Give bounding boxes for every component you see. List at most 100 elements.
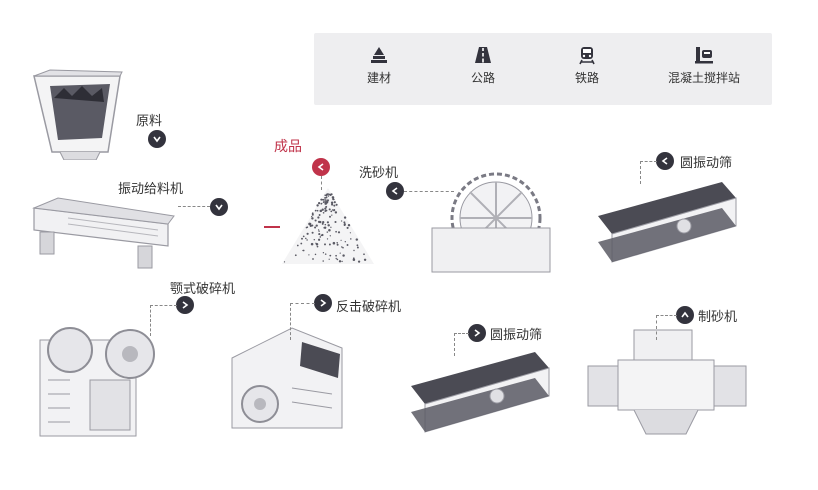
sand-grain — [294, 254, 297, 257]
accent-dash — [264, 226, 280, 228]
impact-crusher-illustration — [231, 327, 343, 429]
sand-grain — [324, 194, 327, 197]
sand-grain — [343, 224, 346, 226]
sand-grain — [324, 226, 327, 229]
chevron-left-icon — [391, 187, 398, 195]
leader-line — [178, 206, 210, 207]
sand-grain — [325, 199, 327, 201]
chevron-down-icon — [215, 204, 223, 211]
chevron-right-icon — [320, 299, 327, 307]
chevron-down-icon — [153, 136, 161, 143]
sand-grain — [313, 238, 316, 241]
sand-grain — [328, 193, 330, 195]
sand-grain — [335, 257, 337, 260]
sand-grain — [341, 260, 343, 263]
sand-grain — [317, 229, 320, 231]
sand-grain — [320, 234, 322, 237]
leader-line — [321, 176, 322, 190]
sand-grain — [316, 209, 319, 212]
sand-grain — [324, 210, 327, 212]
badge-jaw-crusher — [176, 296, 194, 314]
sand-grain — [343, 221, 346, 224]
sand-grain — [336, 258, 339, 261]
legend-item-highway: 公路 — [428, 45, 538, 86]
sand-grain — [343, 216, 347, 219]
sand-grain — [338, 260, 342, 263]
leader-line — [290, 303, 315, 340]
sand-grain — [329, 254, 332, 257]
sand-grain — [324, 208, 326, 210]
sand-grain — [316, 245, 319, 248]
badge-impact-crusher — [314, 294, 332, 312]
vibrating-screen-top-illustration — [598, 182, 737, 263]
sand-grain — [311, 212, 314, 215]
sand-grain — [330, 201, 334, 204]
sand-grain — [302, 249, 305, 252]
building-materials-icon — [371, 47, 387, 63]
chevron-right-icon — [182, 301, 189, 309]
sand-grain — [339, 252, 341, 254]
sand-grain — [323, 199, 325, 201]
sand-grain — [283, 261, 286, 263]
hopper-illustration — [33, 69, 123, 160]
sand-grain — [311, 224, 314, 227]
sand-grain — [317, 201, 321, 205]
sand-grain — [324, 202, 327, 205]
sand-grain — [330, 210, 333, 213]
sand-grain — [325, 205, 328, 208]
badge-finished-product — [312, 158, 330, 176]
sand-grain — [350, 238, 352, 240]
application-legend: 建材 公路 铁路 混凝土搅拌站 — [314, 33, 772, 105]
sand-grain — [328, 243, 331, 246]
sand-grain — [333, 198, 335, 201]
sand-grain — [319, 220, 322, 224]
sand-grain — [328, 208, 331, 211]
sand-grain — [311, 217, 314, 220]
sand-grain — [342, 254, 345, 257]
sand-grain — [333, 201, 336, 204]
sand-grain — [321, 222, 324, 225]
label-sand-maker: 制砂机 — [698, 310, 738, 325]
sand-grain — [330, 193, 333, 196]
sand-grain — [331, 196, 335, 199]
sand-grain — [319, 236, 322, 238]
sand-grain — [349, 232, 352, 234]
sand-grain — [331, 209, 334, 211]
sand-grain — [352, 258, 356, 261]
sand-grain — [327, 199, 329, 201]
label-sand-washer: 洗砂机 — [359, 166, 399, 181]
sand-grain — [324, 243, 326, 246]
sand-grain — [347, 223, 351, 227]
sand-grain — [328, 228, 331, 232]
vibrating-screen-bottom-illustration — [411, 352, 550, 433]
leader-line — [640, 161, 657, 184]
sand-grain — [300, 242, 303, 245]
label-impact-crusher: 反击破碎机 — [336, 300, 402, 315]
train-icon — [579, 47, 595, 65]
legend-label-concrete-station: 混凝土搅拌站 — [667, 71, 740, 85]
chevron-left-icon — [661, 157, 668, 165]
sand-grain — [317, 238, 321, 241]
legend-item-building-materials: 建材 — [324, 45, 434, 86]
sand-grain — [336, 242, 338, 244]
sand-grain — [328, 258, 330, 260]
legend-item-concrete-station: 混凝土搅拌站 — [644, 45, 764, 86]
sand-grain — [314, 253, 317, 256]
sand-grain — [314, 226, 317, 229]
sand-washer-illustration — [431, 172, 551, 273]
sand-grain — [337, 231, 341, 234]
sand-grain — [356, 244, 359, 247]
chevron-up-icon — [681, 311, 689, 318]
leader-line — [150, 305, 177, 336]
label-jaw-crusher: 颚式破碎机 — [170, 282, 236, 297]
sand-grain — [342, 246, 344, 249]
sand-grain — [317, 216, 320, 219]
sand-grain — [310, 242, 314, 246]
sand-grain — [316, 204, 319, 207]
badge-raw-material — [148, 130, 166, 148]
sand-grain — [302, 235, 305, 238]
sand-grain — [301, 237, 303, 240]
sand-grain — [333, 204, 336, 207]
sand-grain — [324, 201, 326, 203]
sand-grain — [306, 226, 309, 229]
